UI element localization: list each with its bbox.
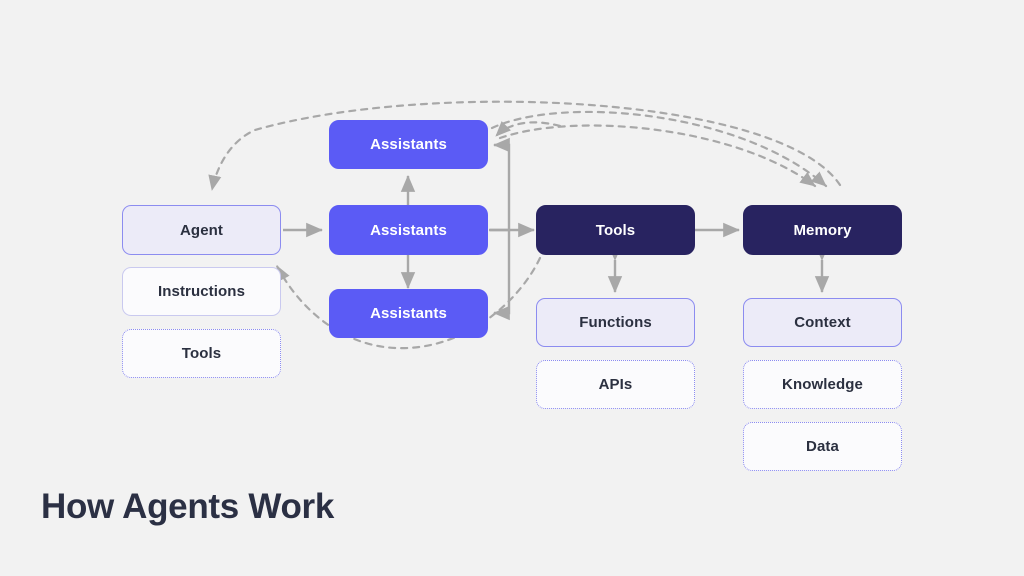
edge-elbow-to-bottom-assistant xyxy=(493,230,511,321)
node-agent-tools[interactable]: Tools xyxy=(122,329,281,378)
node-instructions-label: Instructions xyxy=(157,283,246,300)
node-assistant-top-label: Assistants xyxy=(370,136,447,153)
node-assistant-top[interactable]: Assistants xyxy=(329,120,488,169)
node-agent[interactable]: Agent xyxy=(122,205,281,255)
node-context-label: Context xyxy=(794,314,851,331)
node-knowledge-label: Knowledge xyxy=(782,376,863,393)
edge-dashed-assistants-to-memory-b xyxy=(498,124,817,188)
node-assistant-mid[interactable]: Assistants xyxy=(329,205,488,255)
node-assistant-mid-label: Assistants xyxy=(370,221,447,239)
node-functions[interactable]: Functions xyxy=(536,298,695,347)
edge-elbow-to-top-assistant xyxy=(489,137,511,232)
node-apis[interactable]: APIs xyxy=(536,360,695,409)
node-agent-label: Agent xyxy=(180,221,223,239)
node-agent-tools-label: Tools xyxy=(181,345,222,362)
node-context[interactable]: Context xyxy=(743,298,902,347)
node-tools-label: Tools xyxy=(595,221,636,239)
edge-dashed-to-top-assistant xyxy=(494,121,562,138)
node-memory[interactable]: Memory xyxy=(743,205,902,255)
edge-dashed-memory-to-agent xyxy=(208,100,842,192)
node-knowledge[interactable]: Knowledge xyxy=(743,360,902,409)
node-memory-label: Memory xyxy=(793,221,852,239)
node-assistant-bottom[interactable]: Assistants xyxy=(329,289,488,338)
edge-dashed-assistants-to-memory-a xyxy=(490,110,828,188)
node-instructions[interactable]: Instructions xyxy=(122,267,281,316)
node-assistant-bottom-label: Assistants xyxy=(370,305,447,322)
node-functions-label: Functions xyxy=(579,314,652,331)
node-data-label: Data xyxy=(806,438,839,455)
slide-title: How Agents Work xyxy=(41,487,335,526)
node-data[interactable]: Data xyxy=(743,422,902,471)
node-apis-label: APIs xyxy=(598,376,633,393)
node-tools[interactable]: Tools xyxy=(536,205,695,255)
